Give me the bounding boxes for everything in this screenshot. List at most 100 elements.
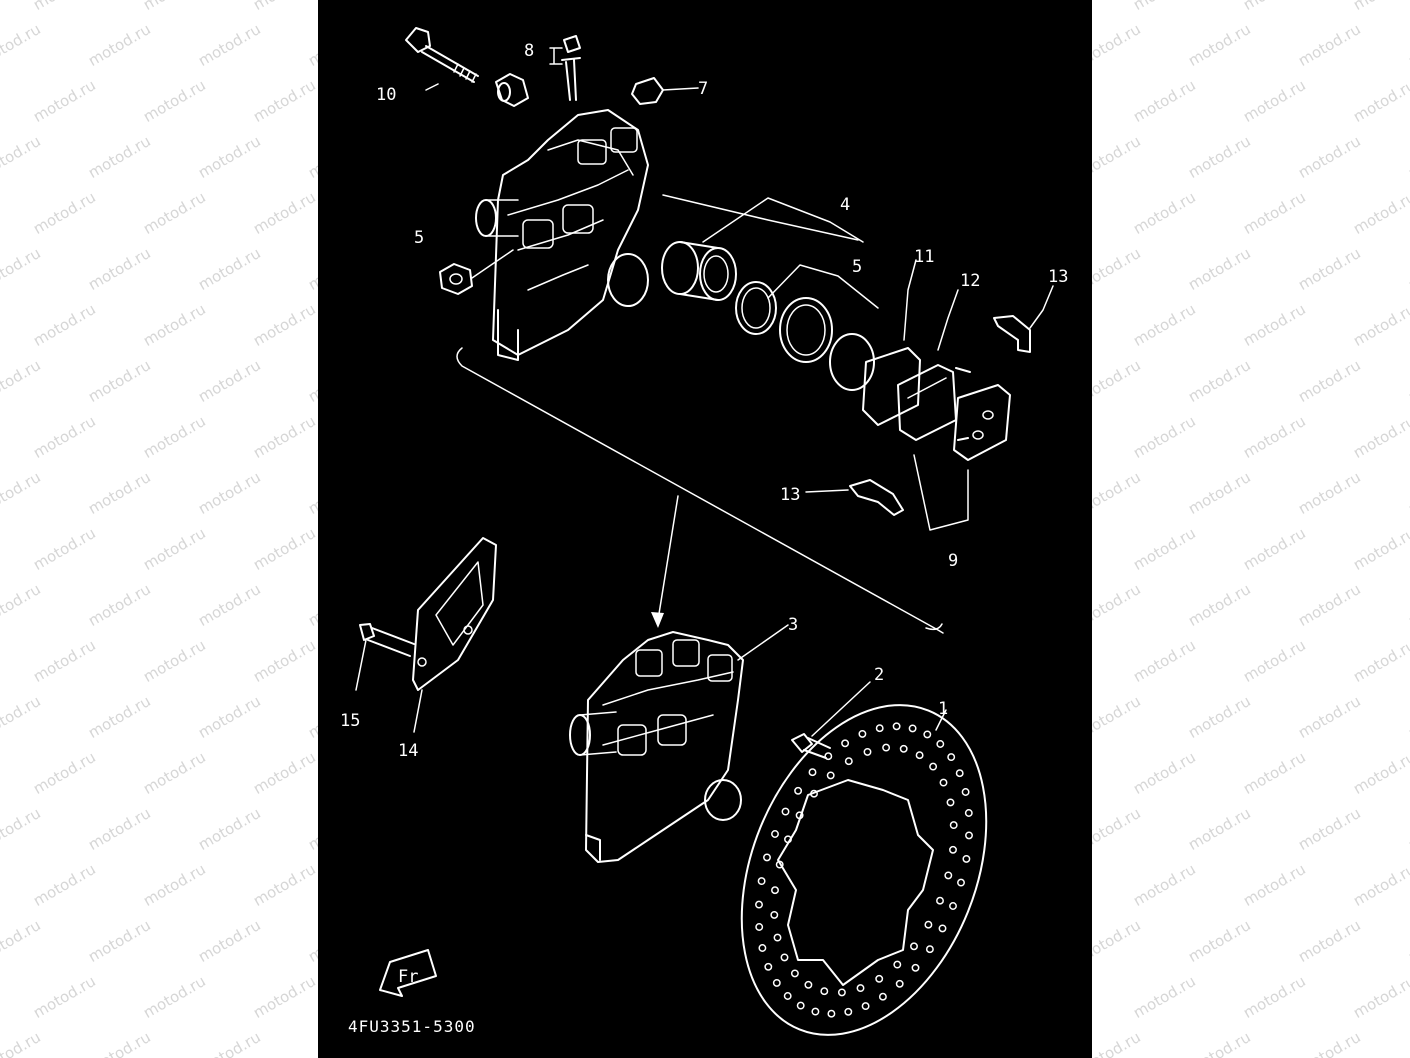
watermark-text: motod.ru [1295, 1028, 1365, 1058]
watermark-text: motod.ru [250, 0, 319, 14]
watermark-text: motod.ru [1130, 76, 1200, 126]
callout-9: 9 [948, 551, 958, 571]
callout-12: 12 [960, 271, 980, 291]
disc-hole [936, 740, 945, 748]
watermark-text: motod.ru [195, 1028, 265, 1058]
watermark-text: motod.ru [1185, 20, 1255, 70]
disc-hole [773, 933, 782, 942]
watermark-text: motod.ru [250, 860, 320, 910]
callout-10: 10 [376, 85, 396, 105]
disc-hole [827, 1009, 836, 1018]
disc-hole [863, 747, 872, 756]
disc-hole [808, 768, 817, 777]
watermark-text: motod.ru [1240, 636, 1310, 686]
watermark-text: motod.ru [1185, 132, 1255, 182]
watermark-text: motod.ru [195, 356, 265, 406]
watermark-text: motod.ru [250, 972, 320, 1022]
disc-hole [826, 771, 835, 780]
watermark-text: motod.ru [1350, 748, 1410, 798]
watermark-text: motod.ru [30, 636, 100, 686]
disc-hole [910, 942, 918, 951]
watermark-text: motod.ru [1240, 300, 1310, 350]
watermark-text: motod.ru [1240, 412, 1310, 462]
disc-hole [795, 811, 804, 820]
callout-8: 8 [524, 41, 534, 61]
watermark-text: motod.ru [1240, 972, 1310, 1022]
front-direction-marker: Fr [379, 949, 437, 997]
watermark-text: motod.ru [140, 972, 210, 1022]
watermark-text: motod.ru [250, 300, 320, 350]
disc-hole [820, 987, 829, 996]
watermark-text: motod.ru [85, 468, 155, 518]
disc-hole [763, 853, 771, 862]
disc-hole [964, 809, 973, 817]
bleed-screw [561, 35, 581, 101]
watermark-text: motod.ru [1295, 356, 1365, 406]
assembly-bracket-lines [456, 347, 944, 634]
disc-hole [947, 753, 956, 762]
watermark-text: motod.ru [30, 860, 100, 910]
disc-hole [938, 924, 947, 933]
callout-13-lower: 13 [780, 485, 800, 505]
watermark-text: motod.ru [1185, 1028, 1255, 1058]
watermark-text: motod.ru [0, 356, 45, 406]
watermark-text: motod.ru [1130, 300, 1200, 350]
caliper-bolt [405, 27, 479, 83]
watermark-text: motod.ru [1405, 1028, 1410, 1058]
diagram-part-code: 4FU3351-5300 [348, 1017, 476, 1036]
brake-pad-kit [862, 347, 1011, 461]
brake-disc [740, 704, 988, 1036]
disc-hole [915, 751, 924, 760]
disc-hole [911, 963, 920, 972]
disc-hole [946, 798, 955, 807]
watermark-text: motod.ru [1130, 188, 1200, 238]
watermark-text: motod.ru [1405, 916, 1410, 966]
watermark-text: motod.ru [1295, 916, 1365, 966]
watermark-text: motod.ru [0, 580, 45, 630]
watermark-text: motod.ru [250, 412, 320, 462]
watermark-text: motod.ru [1240, 188, 1310, 238]
watermark-text: motod.ru [1295, 132, 1365, 182]
watermark-text: motod.ru [0, 468, 45, 518]
watermark-text: motod.ru [1350, 0, 1410, 14]
watermark-text: motod.ru [1295, 692, 1365, 742]
watermark-text: motod.ru [140, 412, 210, 462]
watermark-text: motod.ru [30, 412, 100, 462]
diagram-drawing: Fr 1 2 3 4 5 5 7 8 9 10 11 12 13 13 14 1… [340, 27, 1068, 1036]
disc-hole [936, 896, 944, 905]
watermark-text: motod.ru [1130, 636, 1200, 686]
disc-hole [955, 769, 964, 778]
caliper-upper [475, 109, 649, 361]
disc-hole [895, 979, 904, 988]
disc-hole [856, 984, 865, 993]
watermark-text: motod.ru [250, 748, 320, 798]
callout-line-14 [413, 689, 423, 733]
disc-hole [949, 902, 957, 910]
disc-hole [893, 960, 902, 969]
watermark-text: motod.ru [195, 692, 265, 742]
disc-hole [929, 762, 938, 771]
watermark-text: motod.ru [250, 524, 320, 574]
callout-3: 3 [788, 615, 798, 635]
watermark-text: motod.ru [1295, 20, 1365, 70]
watermark-text: motod.ru [1405, 580, 1410, 630]
watermark-text: motod.ru [0, 20, 45, 70]
watermark-text: motod.ru [1405, 468, 1410, 518]
disc-hole [962, 854, 971, 863]
watermark-text: motod.ru [1130, 748, 1200, 798]
disc-hole [790, 969, 799, 978]
watermark-text: motod.ru [1405, 804, 1410, 854]
callout-5: 5 [852, 257, 862, 277]
watermark-text: motod.ru [1130, 860, 1200, 910]
watermark-text: motod.ru [140, 300, 210, 350]
bolt [791, 681, 871, 759]
watermark-text: motod.ru [85, 580, 155, 630]
watermark-text: motod.ru [1185, 468, 1255, 518]
watermark-text: motod.ru [140, 524, 210, 574]
watermark-text: motod.ru [30, 188, 100, 238]
watermark-text: motod.ru [30, 0, 99, 14]
caliper-lower [569, 624, 789, 863]
disc-hole [771, 886, 779, 895]
watermark-text: motod.ru [30, 748, 100, 798]
watermark-text: motod.ru [1130, 412, 1200, 462]
